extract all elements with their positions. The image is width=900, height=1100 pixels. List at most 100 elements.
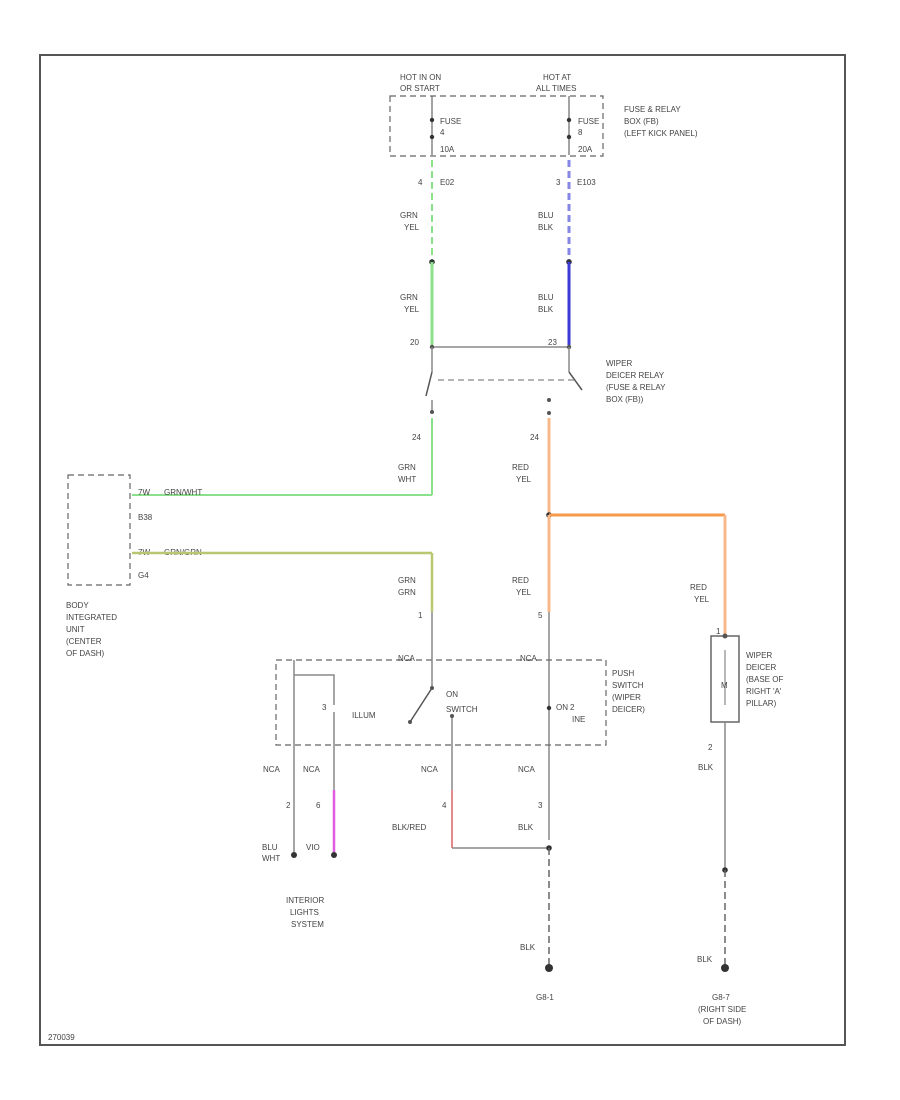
wire-label-yel-1: YEL [404, 223, 420, 232]
switch-on-indicator-1: ON [446, 690, 458, 699]
wire-label-yel-r2: YEL [516, 588, 532, 597]
fuse-box-outline [389, 95, 604, 157]
fuse-a-terminal [429, 117, 435, 123]
wire-label-blk-2: BLK [520, 943, 536, 952]
switch-pin-6: 5 [538, 611, 543, 620]
deicer-label-5: PILLAR) [746, 699, 777, 708]
relay-pin-bot-right: 24 [530, 433, 539, 442]
switch-label-2: SWITCH [612, 681, 644, 690]
diagram-code: 270039 [48, 1033, 75, 1042]
ground-label-1: G8-1 [536, 993, 554, 1002]
wire-label-blk-1: BLK [538, 223, 554, 232]
ground-point-1 [545, 964, 553, 972]
wire-label-grn-2: GRN [400, 293, 418, 302]
diagram-frame [39, 54, 846, 1046]
relay-pin-top-left: 20 [410, 338, 419, 347]
switch-pin-8: 3 [538, 801, 543, 810]
wire-label-blk-1: BLK [518, 823, 534, 832]
push-switch-box [275, 659, 607, 746]
wire-label-blk-3: BLK [698, 763, 714, 772]
biu-label-5: OF DASH) [66, 649, 105, 658]
deicer-label-4: RIGHT 'A' [746, 687, 782, 696]
switch-on-label-1: ON [556, 703, 568, 712]
wire-label-yel-2: YEL [404, 305, 420, 314]
deicer-label-2: DEICER [746, 663, 776, 672]
wire-label-blu-2: BLU [538, 293, 554, 302]
fuse-a-conn: E02 [440, 178, 455, 187]
relay-pin-bot-left: 24 [412, 433, 421, 442]
wire-label-yel-r1: YEL [516, 475, 532, 484]
hot-all-label-2: ALL TIMES [536, 84, 576, 93]
fuse-b-label-1: FUSE [578, 117, 599, 126]
wire-label-blu-w: BLU [262, 843, 278, 852]
switch-on-label-2: INE [572, 715, 585, 724]
wire-label-wht-w: WHT [262, 854, 280, 863]
biu-pin-2: G4 [138, 571, 149, 580]
deicer-label-1: WIPER [746, 651, 772, 660]
fuse-box-label-2: BOX (FB) [624, 117, 659, 126]
relay-label-2: DEICER RELAY [606, 371, 665, 380]
fuse-b-label-3: 20A [578, 145, 593, 154]
biu-label-2: INTEGRATED [66, 613, 117, 622]
wire-label-red-2: RED [512, 576, 529, 585]
wire-label-blk-2: BLK [538, 305, 554, 314]
biu-pin-1: B38 [138, 513, 153, 522]
wire-label-grn-4: GRN [398, 576, 416, 585]
fuse-box-label-3: (LEFT KICK PANEL) [624, 129, 698, 138]
relay-pin-top-right: 23 [548, 338, 557, 347]
ground-label-2-3: OF DASH) [703, 1017, 742, 1026]
wire-label-grn-1: GRN [400, 211, 418, 220]
biu-conn-1-name: GRN/WHT [164, 488, 202, 497]
fuse-a-terminal-2 [429, 134, 435, 140]
interior-label-2: LIGHTS [290, 908, 319, 917]
wire-label-yel-r3: YEL [694, 595, 710, 604]
biu-label-4: (CENTER [66, 637, 102, 646]
fuse-a-label-1: FUSE [440, 117, 461, 126]
deicer-pin-top: 1 [716, 627, 721, 636]
deicer-pin-bot: 2 [708, 743, 713, 752]
relay-label-1: WIPER [606, 359, 632, 368]
switch-illum-label: ILLUM [352, 711, 376, 720]
fuse-b-label-2: 8 [578, 128, 583, 137]
switch-top-right-conn: NCA [520, 654, 538, 663]
wire-label-nca-4: NCA [518, 765, 536, 774]
relay-label-4: BOX (FB)) [606, 395, 644, 404]
wire-label-vio: VIO [306, 843, 320, 852]
relay-contact-right [568, 371, 583, 391]
switch-pin-7: 4 [442, 801, 447, 810]
deicer-label-3: (BASE OF [746, 675, 783, 684]
switch-top-left-conn: NCA [398, 654, 416, 663]
hot-run-label-2: OR START [400, 84, 440, 93]
switch-pin-4: 2 [286, 801, 291, 810]
fuse-b-conn: E103 [577, 178, 596, 187]
wire-label-nca-2: NCA [303, 765, 321, 774]
wire-label-wht-3: WHT [398, 475, 416, 484]
fuse-b-terminal [566, 117, 572, 123]
relay-label-3: (FUSE & RELAY [606, 383, 666, 392]
switch-on-indicator-2: SWITCH [446, 705, 478, 714]
wire-label-red-1: RED [512, 463, 529, 472]
switch-pin-5: 6 [316, 801, 321, 810]
wire-label-grn-3: GRN [398, 463, 416, 472]
interior-label-3: SYSTEM [291, 920, 324, 929]
fuse-a-label-3: 10A [440, 145, 455, 154]
hot-all-label-1: HOT AT [543, 73, 571, 82]
wire-label-blk-red: BLK/RED [392, 823, 426, 832]
fuse-a-pin: 4 [418, 178, 423, 187]
wire-label-nca-3: NCA [421, 765, 439, 774]
switch-label-1: PUSH [612, 669, 634, 678]
switch-pin-1: 1 [418, 611, 423, 620]
ground-point-2 [721, 964, 729, 972]
illum-contact [409, 687, 433, 723]
interior-label-1: INTERIOR [286, 896, 324, 905]
fuse-box-label-1: FUSE & RELAY [624, 105, 681, 114]
hot-run-label-1: HOT IN ON [400, 73, 441, 82]
relay-contact-left [425, 371, 433, 397]
biu-label-3: UNIT [66, 625, 85, 634]
deicer-body: M [721, 681, 728, 690]
fuse-b-terminal-2 [566, 134, 572, 140]
switch-pin-3: 2 [570, 703, 575, 712]
biu-label-1: BODY [66, 601, 89, 610]
wire-label-blk-4: BLK [697, 955, 713, 964]
